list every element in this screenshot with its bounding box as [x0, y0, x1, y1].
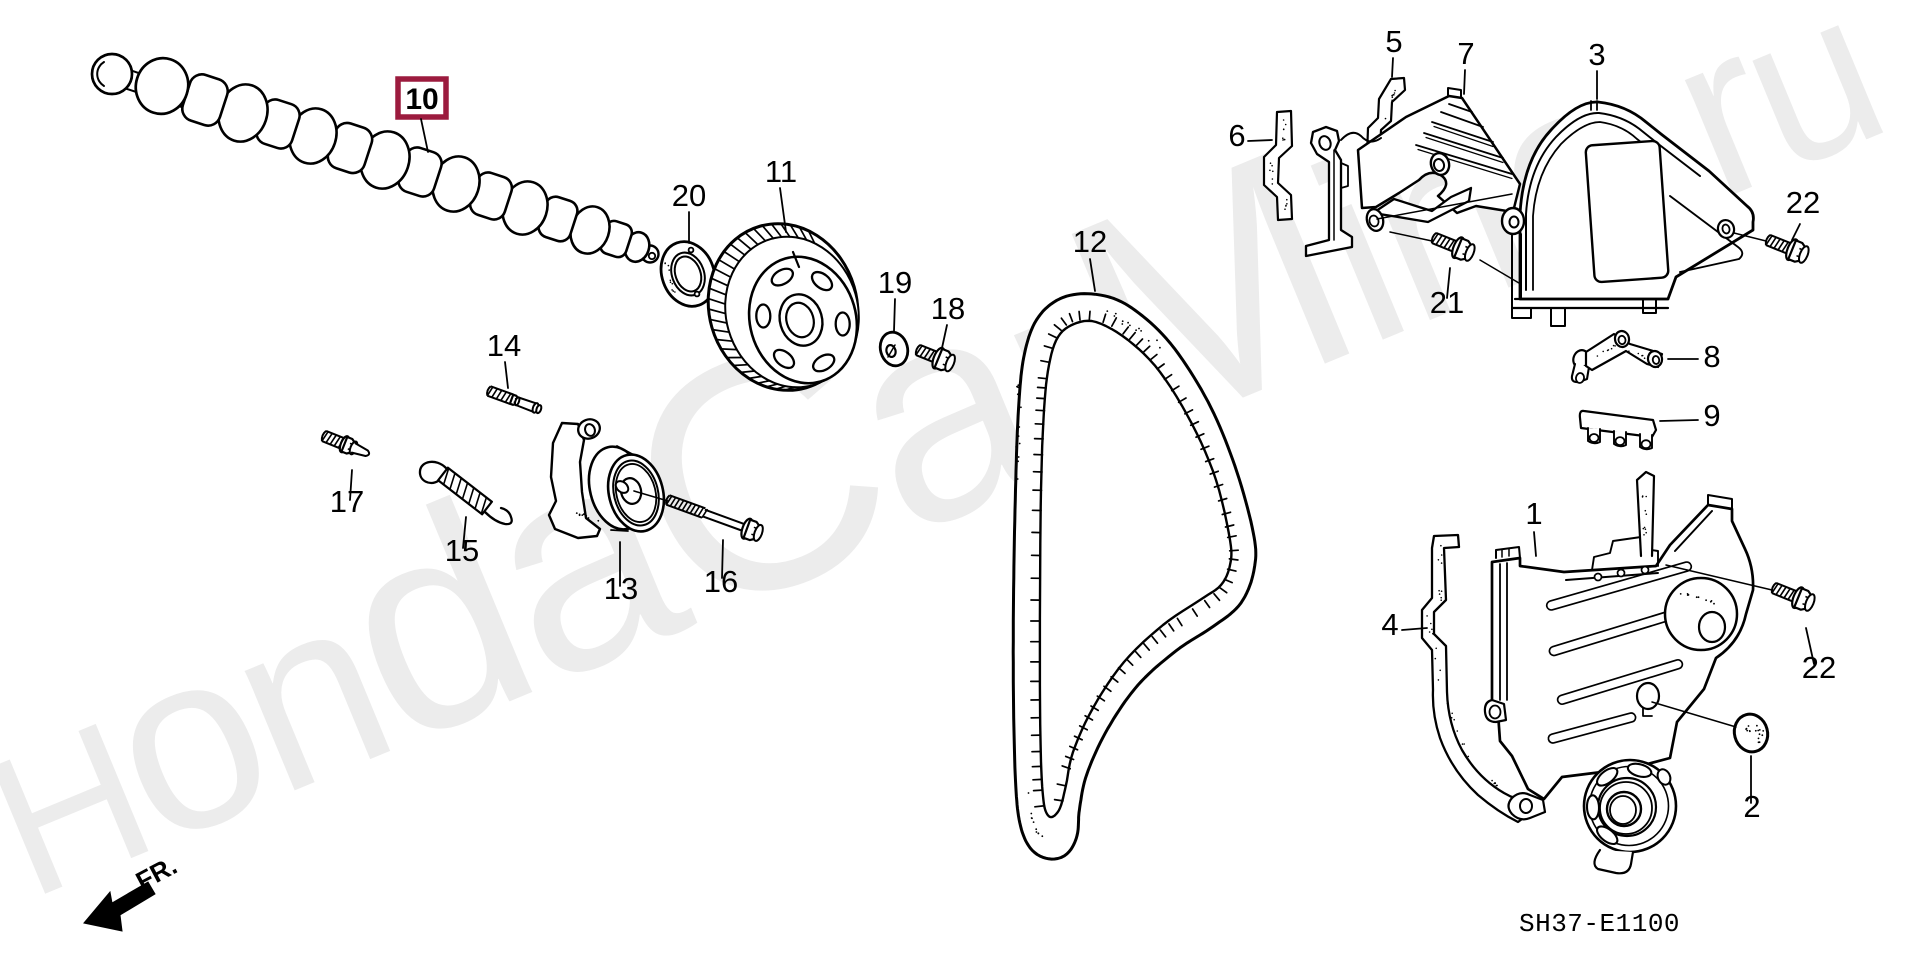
svg-text:15: 15 [445, 533, 479, 568]
svg-text:7: 7 [1457, 36, 1474, 71]
svg-text:11: 11 [765, 154, 797, 189]
svg-text:22: 22 [1802, 650, 1836, 685]
svg-text:2: 2 [1743, 789, 1760, 824]
svg-text:1: 1 [1525, 496, 1542, 531]
svg-text:3: 3 [1588, 37, 1605, 72]
svg-text:SH37-E1100: SH37-E1100 [1519, 909, 1680, 939]
svg-text:19: 19 [878, 265, 912, 300]
svg-text:18: 18 [931, 291, 965, 326]
svg-text:12: 12 [1073, 224, 1107, 259]
svg-text:10: 10 [405, 83, 438, 116]
svg-text:20: 20 [672, 178, 706, 213]
svg-text:9: 9 [1703, 398, 1720, 433]
svg-text:17: 17 [330, 484, 364, 519]
svg-text:14: 14 [487, 328, 521, 363]
svg-text:16: 16 [704, 564, 738, 599]
svg-text:6: 6 [1228, 118, 1245, 153]
svg-text:22: 22 [1786, 185, 1820, 220]
svg-text:4: 4 [1381, 607, 1398, 642]
svg-text:13: 13 [604, 571, 638, 606]
svg-text:5: 5 [1385, 24, 1402, 59]
svg-text:8: 8 [1703, 339, 1720, 374]
